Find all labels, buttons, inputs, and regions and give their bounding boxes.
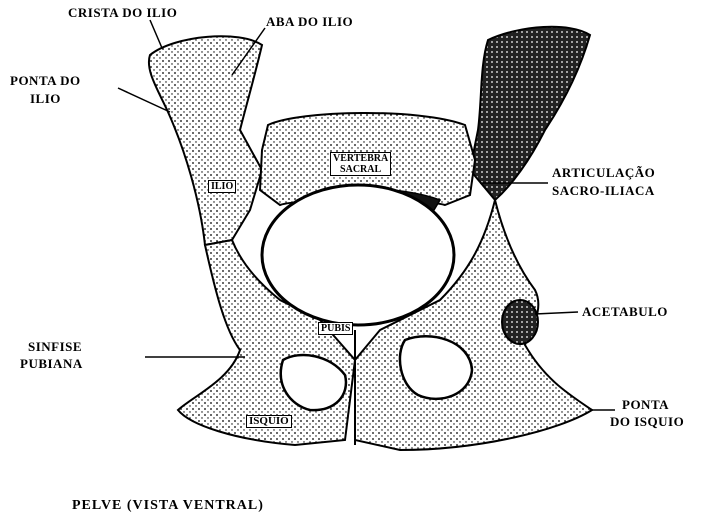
figure-caption: PELVE (VISTA VENTRAL) [72, 498, 264, 514]
label-ponta-do-ilio-2: ILIO [30, 92, 61, 106]
acetabulum [502, 300, 538, 344]
label-articulacao-2: SACRO-ILIACA [552, 184, 655, 198]
label-ponta-do-ilio-1: PONTA DO [10, 74, 81, 88]
label-aba-do-ilio: ABA DO ILIO [266, 15, 353, 29]
label-ponta-do-isquio-2: DO ISQUIO [610, 415, 684, 429]
left-ilium-wing [149, 36, 262, 245]
pelvic-inlet [262, 185, 454, 325]
label-vertebra-sacral: VERTEBRA SACRAL [330, 152, 391, 176]
label-sinfise-1: SINFISE [28, 340, 82, 354]
leader-crista [150, 20, 162, 48]
leader-acetabulo [535, 312, 578, 314]
label-vertebra-line1: VERTEBRA [333, 153, 388, 164]
label-vertebra-line2: SACRAL [340, 164, 381, 175]
label-sinfise-2: PUBIANA [20, 357, 83, 371]
label-ilio: ILIO [208, 180, 236, 193]
label-ponta-do-isquio-1: PONTA [622, 398, 669, 412]
label-crista-do-ilio: CRISTA DO ILIO [68, 6, 177, 20]
label-articulacao-1: ARTICULAÇÃO [552, 166, 655, 180]
label-acetabulo: ACETABULO [582, 305, 668, 319]
label-pubis: PUBIS [318, 322, 353, 335]
label-isquio: ISQUIO [246, 415, 292, 428]
